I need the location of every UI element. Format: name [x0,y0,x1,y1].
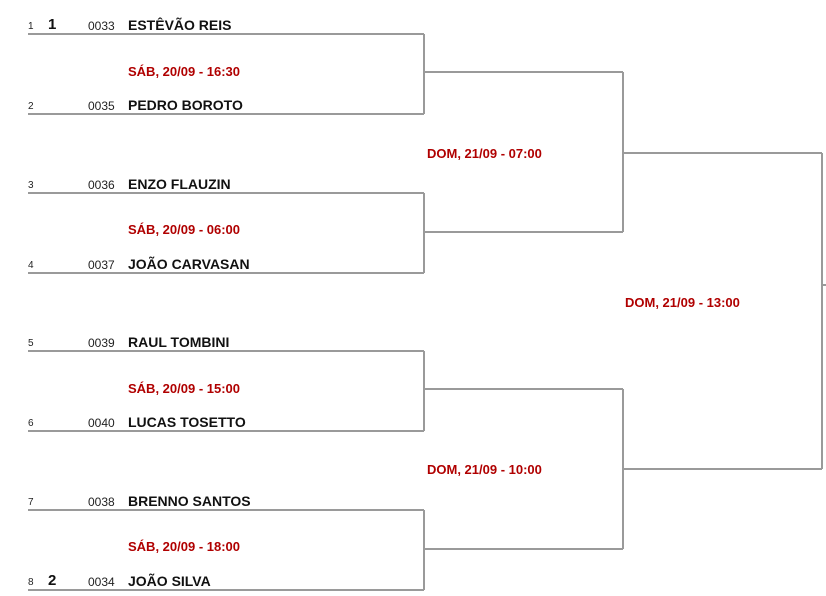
match-time-r2: DOM, 21/09 - 10:00 [427,462,542,477]
player-code: 0036 [88,178,115,192]
match-time-final: DOM, 21/09 - 13:00 [625,295,740,310]
player-name: ESTÊVÃO REIS [128,17,232,33]
bracket-player: 5 0039 RAUL TOMBINI [0,331,420,351]
player-code: 0037 [88,258,115,272]
player-name: PEDRO BOROTO [128,97,243,113]
bracket-player: 4 0037 JOÃO CARVASAN [0,253,420,273]
player-name: RAUL TOMBINI [128,334,230,350]
bracket-player: 6 0040 LUCAS TOSETTO [0,411,420,431]
player-code: 0040 [88,416,115,430]
player-code: 0038 [88,495,115,509]
draw-position: 5 [28,338,34,349]
draw-position: 1 [28,21,34,32]
player-name: JOÃO SILVA [128,573,211,589]
player-name: BRENNO SANTOS [128,493,251,509]
draw-position: 8 [28,577,34,588]
draw-position: 4 [28,260,34,271]
match-time-r1: SÁB, 20/09 - 06:00 [128,222,241,237]
bracket-player: 3 0036 ENZO FLAUZIN [0,173,420,193]
seed-number: 2 [48,572,57,589]
player-name: LUCAS TOSETTO [128,414,246,430]
player-name: ENZO FLAUZIN [128,176,231,192]
match-time-r1: SÁB, 20/09 - 18:00 [128,539,241,554]
draw-position: 6 [28,418,34,429]
draw-position: 2 [28,101,34,112]
player-code: 0035 [88,99,115,113]
player-code: 0033 [88,19,115,33]
draw-position: 3 [28,180,34,191]
bracket-player: 2 0035 PEDRO BOROTO [0,94,420,114]
match-time-r2: DOM, 21/09 - 07:00 [427,146,542,161]
bracket-player: 7 0038 BRENNO SANTOS [0,490,420,510]
bracket-player: 8 2 0034 JOÃO SILVA [0,570,420,590]
player-name: JOÃO CARVASAN [128,256,250,272]
player-code: 0039 [88,336,115,350]
draw-position: 7 [28,497,34,508]
match-time-r1: SÁB, 20/09 - 16:30 [128,64,241,79]
match-time-r1: SÁB, 20/09 - 15:00 [128,381,241,396]
player-code: 0034 [88,575,115,589]
seed-number: 1 [48,16,57,33]
bracket-player: 1 1 0033 ESTÊVÃO REIS [0,14,420,34]
